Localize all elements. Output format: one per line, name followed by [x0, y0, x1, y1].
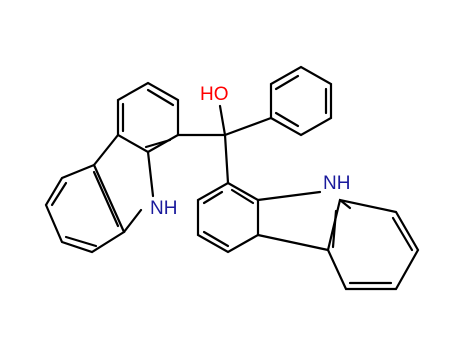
nh-label-left: NH — [150, 198, 177, 219]
nh-label-right: NH — [323, 173, 350, 194]
central-carbon-bonds — [176, 104, 273, 185]
hydroxyl-label: HO — [200, 84, 229, 105]
carbazole-right — [196, 181, 420, 291]
carbazole-left — [44, 81, 180, 254]
phenyl-ring — [269, 65, 333, 137]
